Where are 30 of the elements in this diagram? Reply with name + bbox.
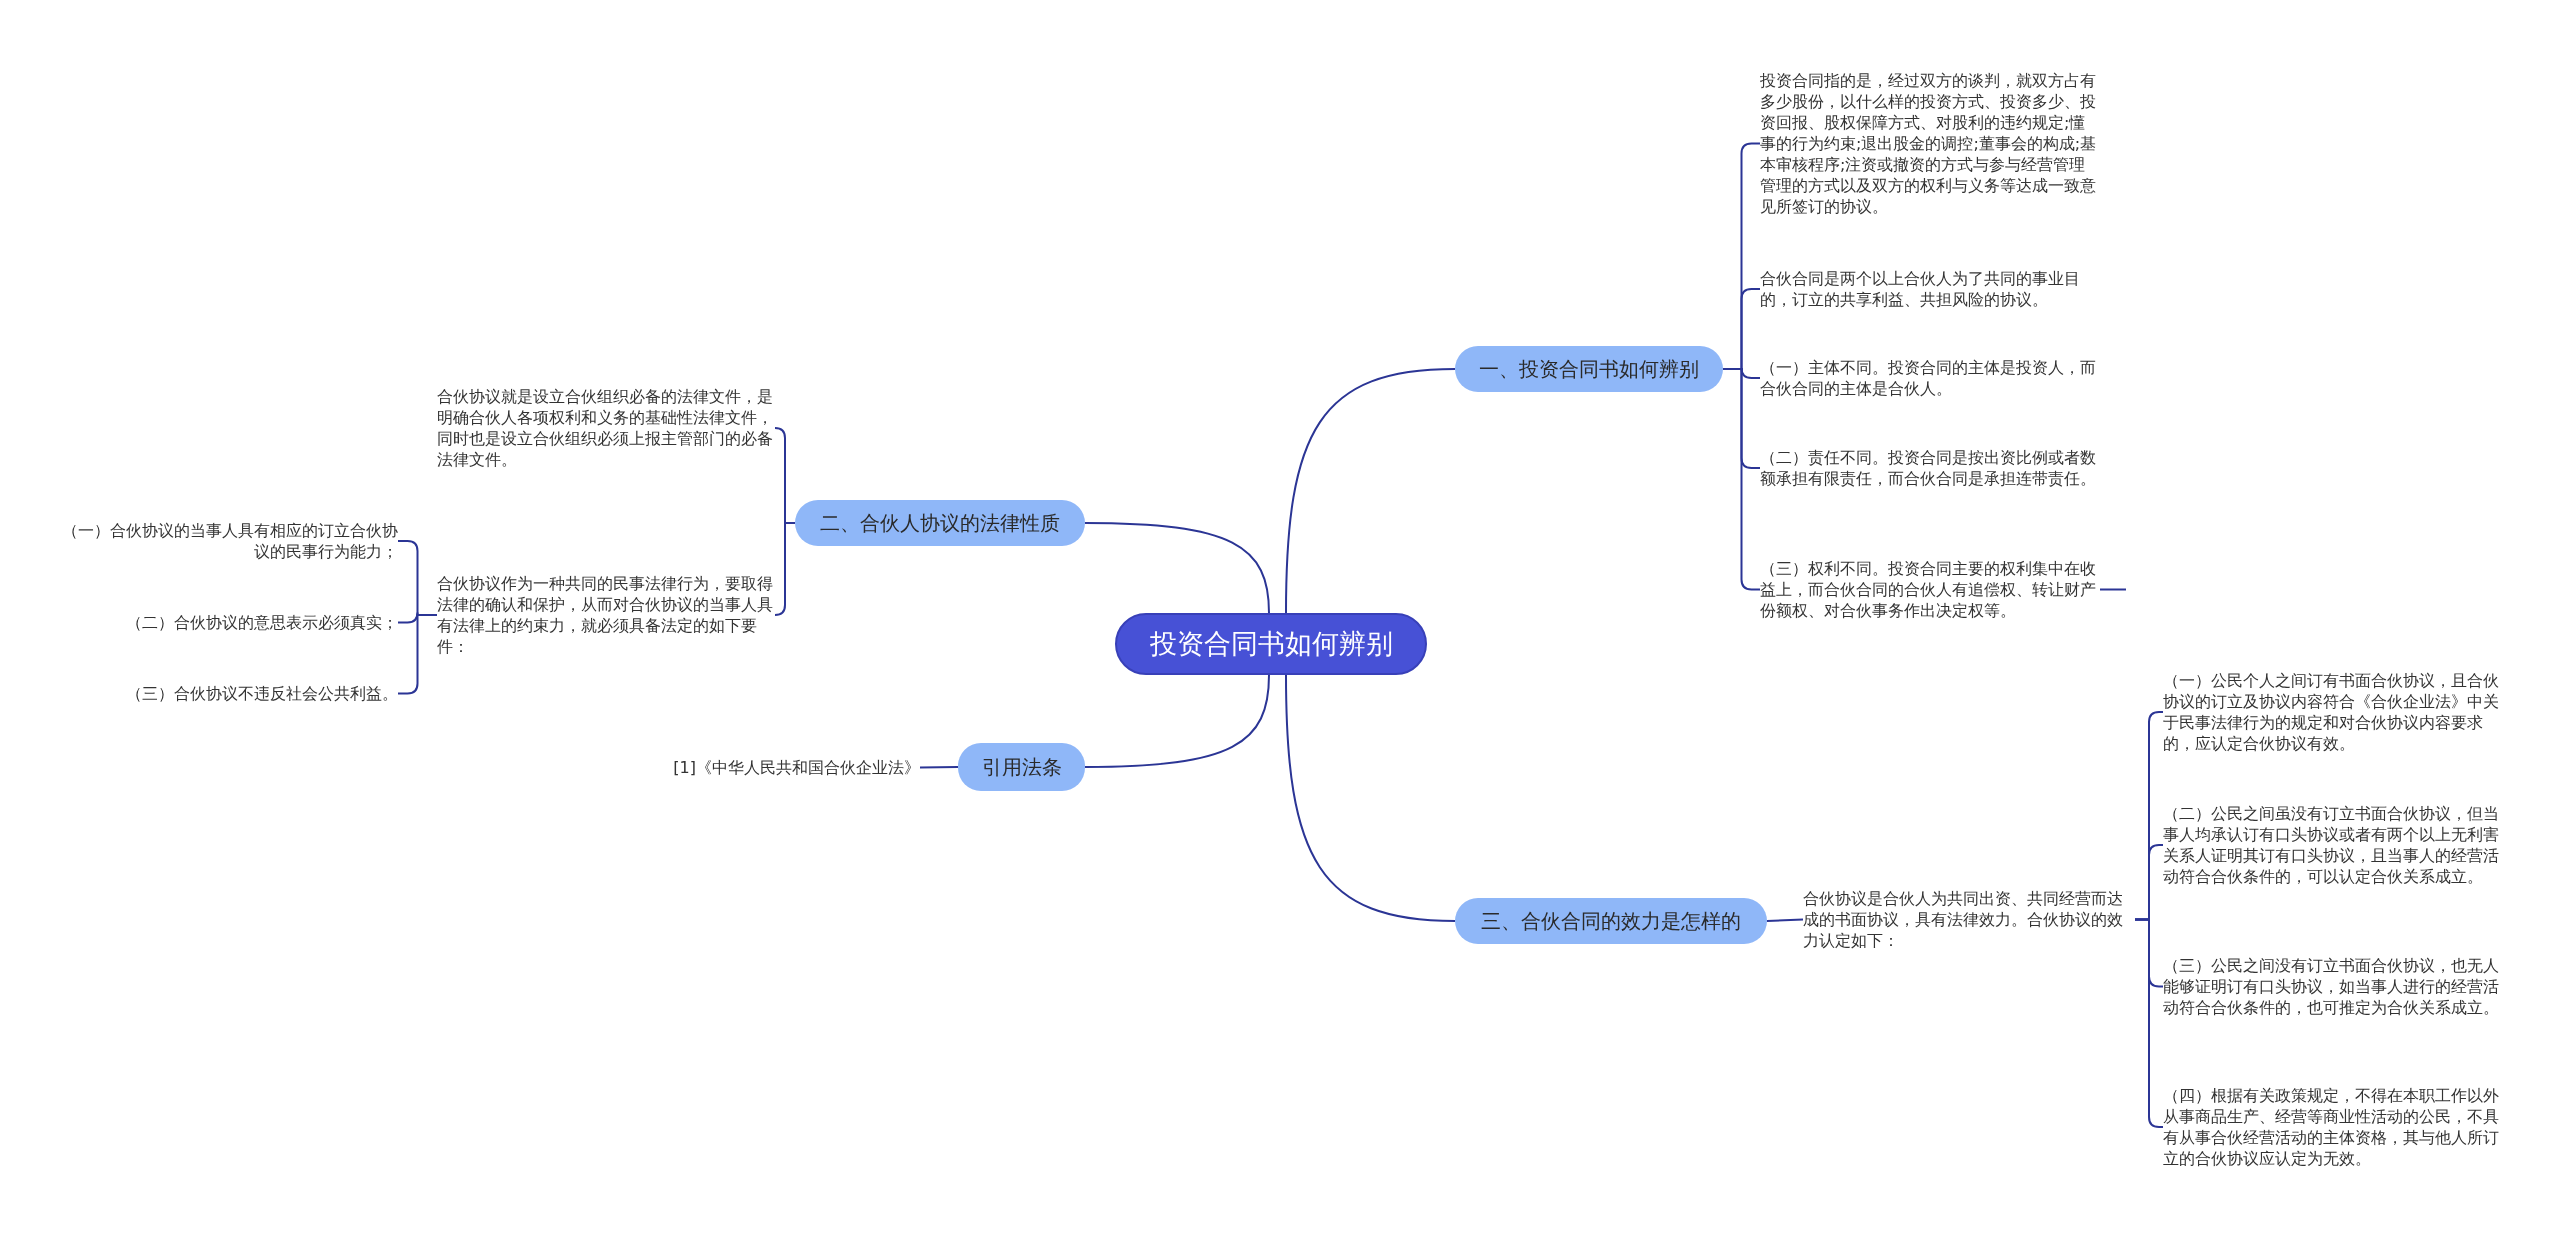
connector-line — [1285, 368, 1456, 614]
central-topic: 投资合同书如何辨别 — [1115, 613, 1427, 675]
connector-line — [1084, 674, 1270, 768]
branch-topic: 三、合伙合同的效力是怎样的 — [1455, 898, 1767, 944]
connector-line — [1285, 674, 1456, 922]
branch-topic: 引用法条 — [958, 743, 1085, 791]
note-text: 合伙合同是两个以上合伙人为了共同的事业目的，订立的共享利益、共担风险的协议。 — [1760, 268, 2098, 310]
note-text: （三）权利不同。投资合同主要的权利集中在收益上，而合伙合同的合伙人有追偿权、转让财产份额权、对合伙事务作出决定权等。 — [1760, 558, 2098, 621]
note-text: （一）公民个人之间订有书面合伙协议，且合伙协议的订立及协议内容符合《合伙企业法》中关于民事法律行为的规定和对合伙协议内容要求的，应认定合伙协议有效。 — [2163, 670, 2499, 754]
note-text: 投资合同指的是，经过双方的谈判，就双方占有多少股份，以什么样的投资方式、投资多少、投资回报、股权保障方式、对股利的违约规定;懂事的行为约束;退出股金的调控;董事会的构成;基本审核程序;注资或撤资的方式与参与经营管理管理的方式以及双方的权利与义务等达成一致意见所签订的协议。 — [1760, 70, 2098, 217]
note-text: [1]《中华人民共和国合伙企业法》 — [640, 757, 920, 778]
connector-line — [2134, 918, 2164, 1128]
branch-topic: 一、投资合同书如何辨别 — [1455, 346, 1723, 392]
connector-line — [1766, 918, 1804, 922]
note-text: （二）责任不同。投资合同是按出资比例或者数额承担有限责任，而合伙合同是承担连带责任。 — [1760, 447, 2098, 489]
branch-stub-line — [2099, 588, 2127, 591]
connector-line — [919, 766, 959, 769]
note-text: （一）合伙协议的当事人具有相应的订立合伙协议的民事行为能力； — [62, 520, 398, 562]
note-text: （二）合伙协议的意思表示必须真实； — [62, 612, 398, 633]
note-text: （三）合伙协议不违反社会公共利益。 — [62, 683, 398, 704]
connector-line — [774, 522, 796, 616]
note-text: （三）公民之间没有订立书面合伙协议，也无人能够证明订有口头协议，如当事人进行的经营活动符合合伙条件的，也可推定为合伙关系成立。 — [2163, 955, 2499, 1018]
connector-line — [1084, 522, 1270, 614]
note-text: （四）根据有关政策规定，不得在本职工作以外从事商品生产、经营等商业性活动的公民，不具有从事合伙经营活动的主体资格，其与他人所订立的合伙协议应认定为无效。 — [2163, 1085, 2499, 1169]
note-text: （二）公民之间虽没有订立书面合伙协议，但当事人均承认订有口头协议或者有两个以上无利害关系人证明其订有口头协议，且当事人的经营活动符合合伙条件的，可以认定合伙关系成立。 — [2163, 803, 2499, 887]
note-text: 合伙协议作为一种共同的民事法律行为，要取得法律的确认和保护，从而对合伙协议的当事人具有法律上的约束力，就必须具备法定的如下要件： — [437, 573, 775, 657]
branch-topic: 二、合伙人协议的法律性质 — [795, 500, 1085, 546]
note-text: 合伙协议就是设立合伙组织必备的法律文件，是明确合伙人各项权利和义务的基础性法律文件，同时也是设立合伙组织必须上报主管部门的必备法律文件。 — [437, 386, 775, 470]
note-text: 合伙协议是合伙人为共同出资、共同经营而达成的书面协议，具有法律效力。合伙协议的效力认定如下： — [1803, 888, 2135, 951]
note-text: （一）主体不同。投资合同的主体是投资人，而合伙合同的主体是合伙人。 — [1760, 357, 2098, 399]
